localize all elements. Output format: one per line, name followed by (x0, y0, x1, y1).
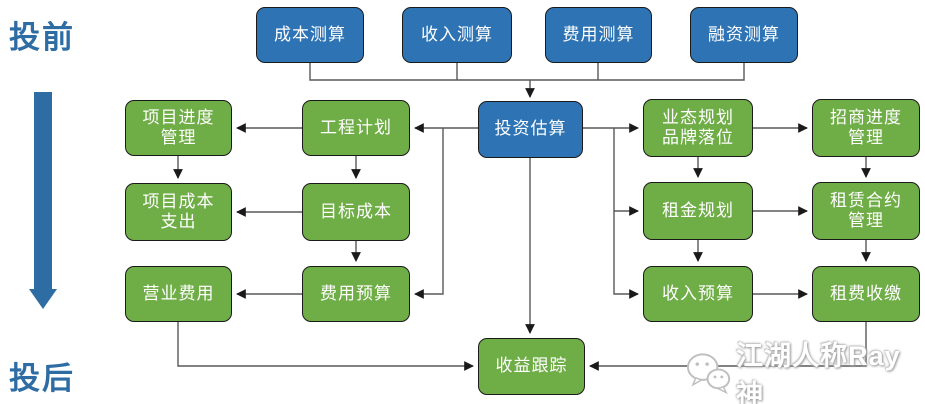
watermark-text: 江湖人称Ray神 (736, 341, 901, 404)
node-project-schedule-management: 项目进度 管理 (125, 100, 232, 156)
node-revenue-calculation: 收入测算 (402, 7, 512, 63)
node-rent-planning: 租金规划 (643, 182, 753, 240)
node-operating-expense: 营业费用 (125, 266, 232, 322)
node-income-tracking: 收益跟踪 (478, 338, 585, 395)
node-lease-contract-management: 租赁合约 管理 (812, 182, 920, 240)
phase-label-pre-investment: 投前 (9, 20, 75, 55)
node-target-cost: 目标成本 (302, 183, 410, 241)
wechat-icon (686, 353, 731, 395)
node-format-planning-brand-placement: 业态规划 品牌落位 (643, 99, 753, 157)
node-investment-estimate: 投资估算 (478, 101, 583, 158)
watermark: 江湖人称Ray神 (686, 334, 925, 404)
node-project-cost-expenditure: 项目成本 支出 (125, 183, 232, 241)
timeline-arrow (29, 92, 57, 309)
node-engineering-plan: 工程计划 (302, 100, 410, 156)
phase-label-post-investment: 投后 (9, 361, 75, 396)
node-financing-calculation: 融资测算 (690, 7, 798, 63)
node-cost-calculation: 成本测算 (256, 7, 364, 63)
node-revenue-budget: 收入预算 (643, 266, 753, 322)
node-expense-calculation: 费用测算 (545, 7, 652, 63)
node-leasing-progress-management: 招商进度 管理 (812, 99, 920, 157)
node-expense-budget: 费用预算 (302, 266, 410, 322)
node-rent-collection: 租费收缴 (812, 266, 920, 322)
